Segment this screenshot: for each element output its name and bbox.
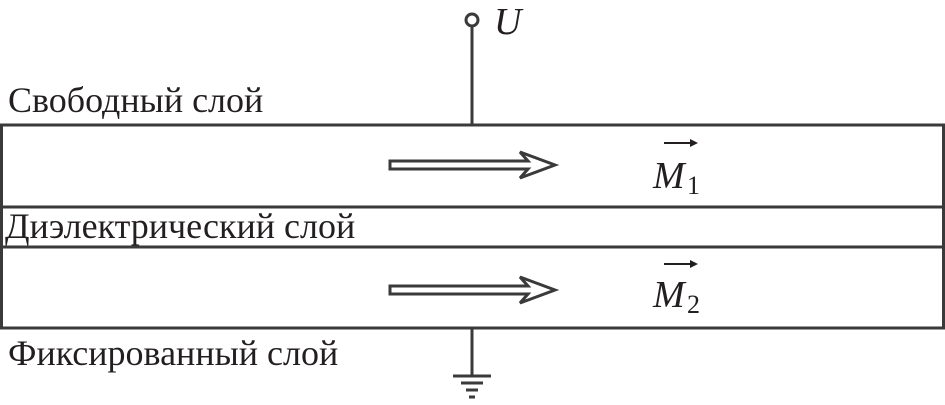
svg-text:M: M bbox=[652, 274, 687, 316]
svg-text:1: 1 bbox=[687, 171, 700, 200]
svg-text:M: M bbox=[652, 155, 687, 197]
magnetization-1-label: M 1 bbox=[652, 139, 700, 200]
layer-stack bbox=[0, 123, 945, 330]
magnetization-2-label: M 2 bbox=[652, 260, 700, 319]
fixed-layer-label: Фиксированный слой bbox=[8, 333, 338, 373]
free-layer-label: Свободный слой bbox=[8, 80, 263, 120]
dielectric-layer-label: Диэлектрический слой bbox=[5, 206, 355, 246]
magnetization-arrow-2-icon bbox=[388, 275, 560, 305]
ground-icon bbox=[453, 328, 491, 399]
svg-text:2: 2 bbox=[687, 290, 700, 319]
voltage-terminal: U bbox=[464, 1, 524, 125]
magnetization-arrow-1-icon bbox=[388, 150, 560, 180]
vector-arrow-icon bbox=[690, 139, 698, 147]
voltage-label: U bbox=[494, 1, 524, 43]
terminal-circle-icon bbox=[464, 12, 480, 28]
vector-arrow-icon bbox=[690, 260, 698, 268]
